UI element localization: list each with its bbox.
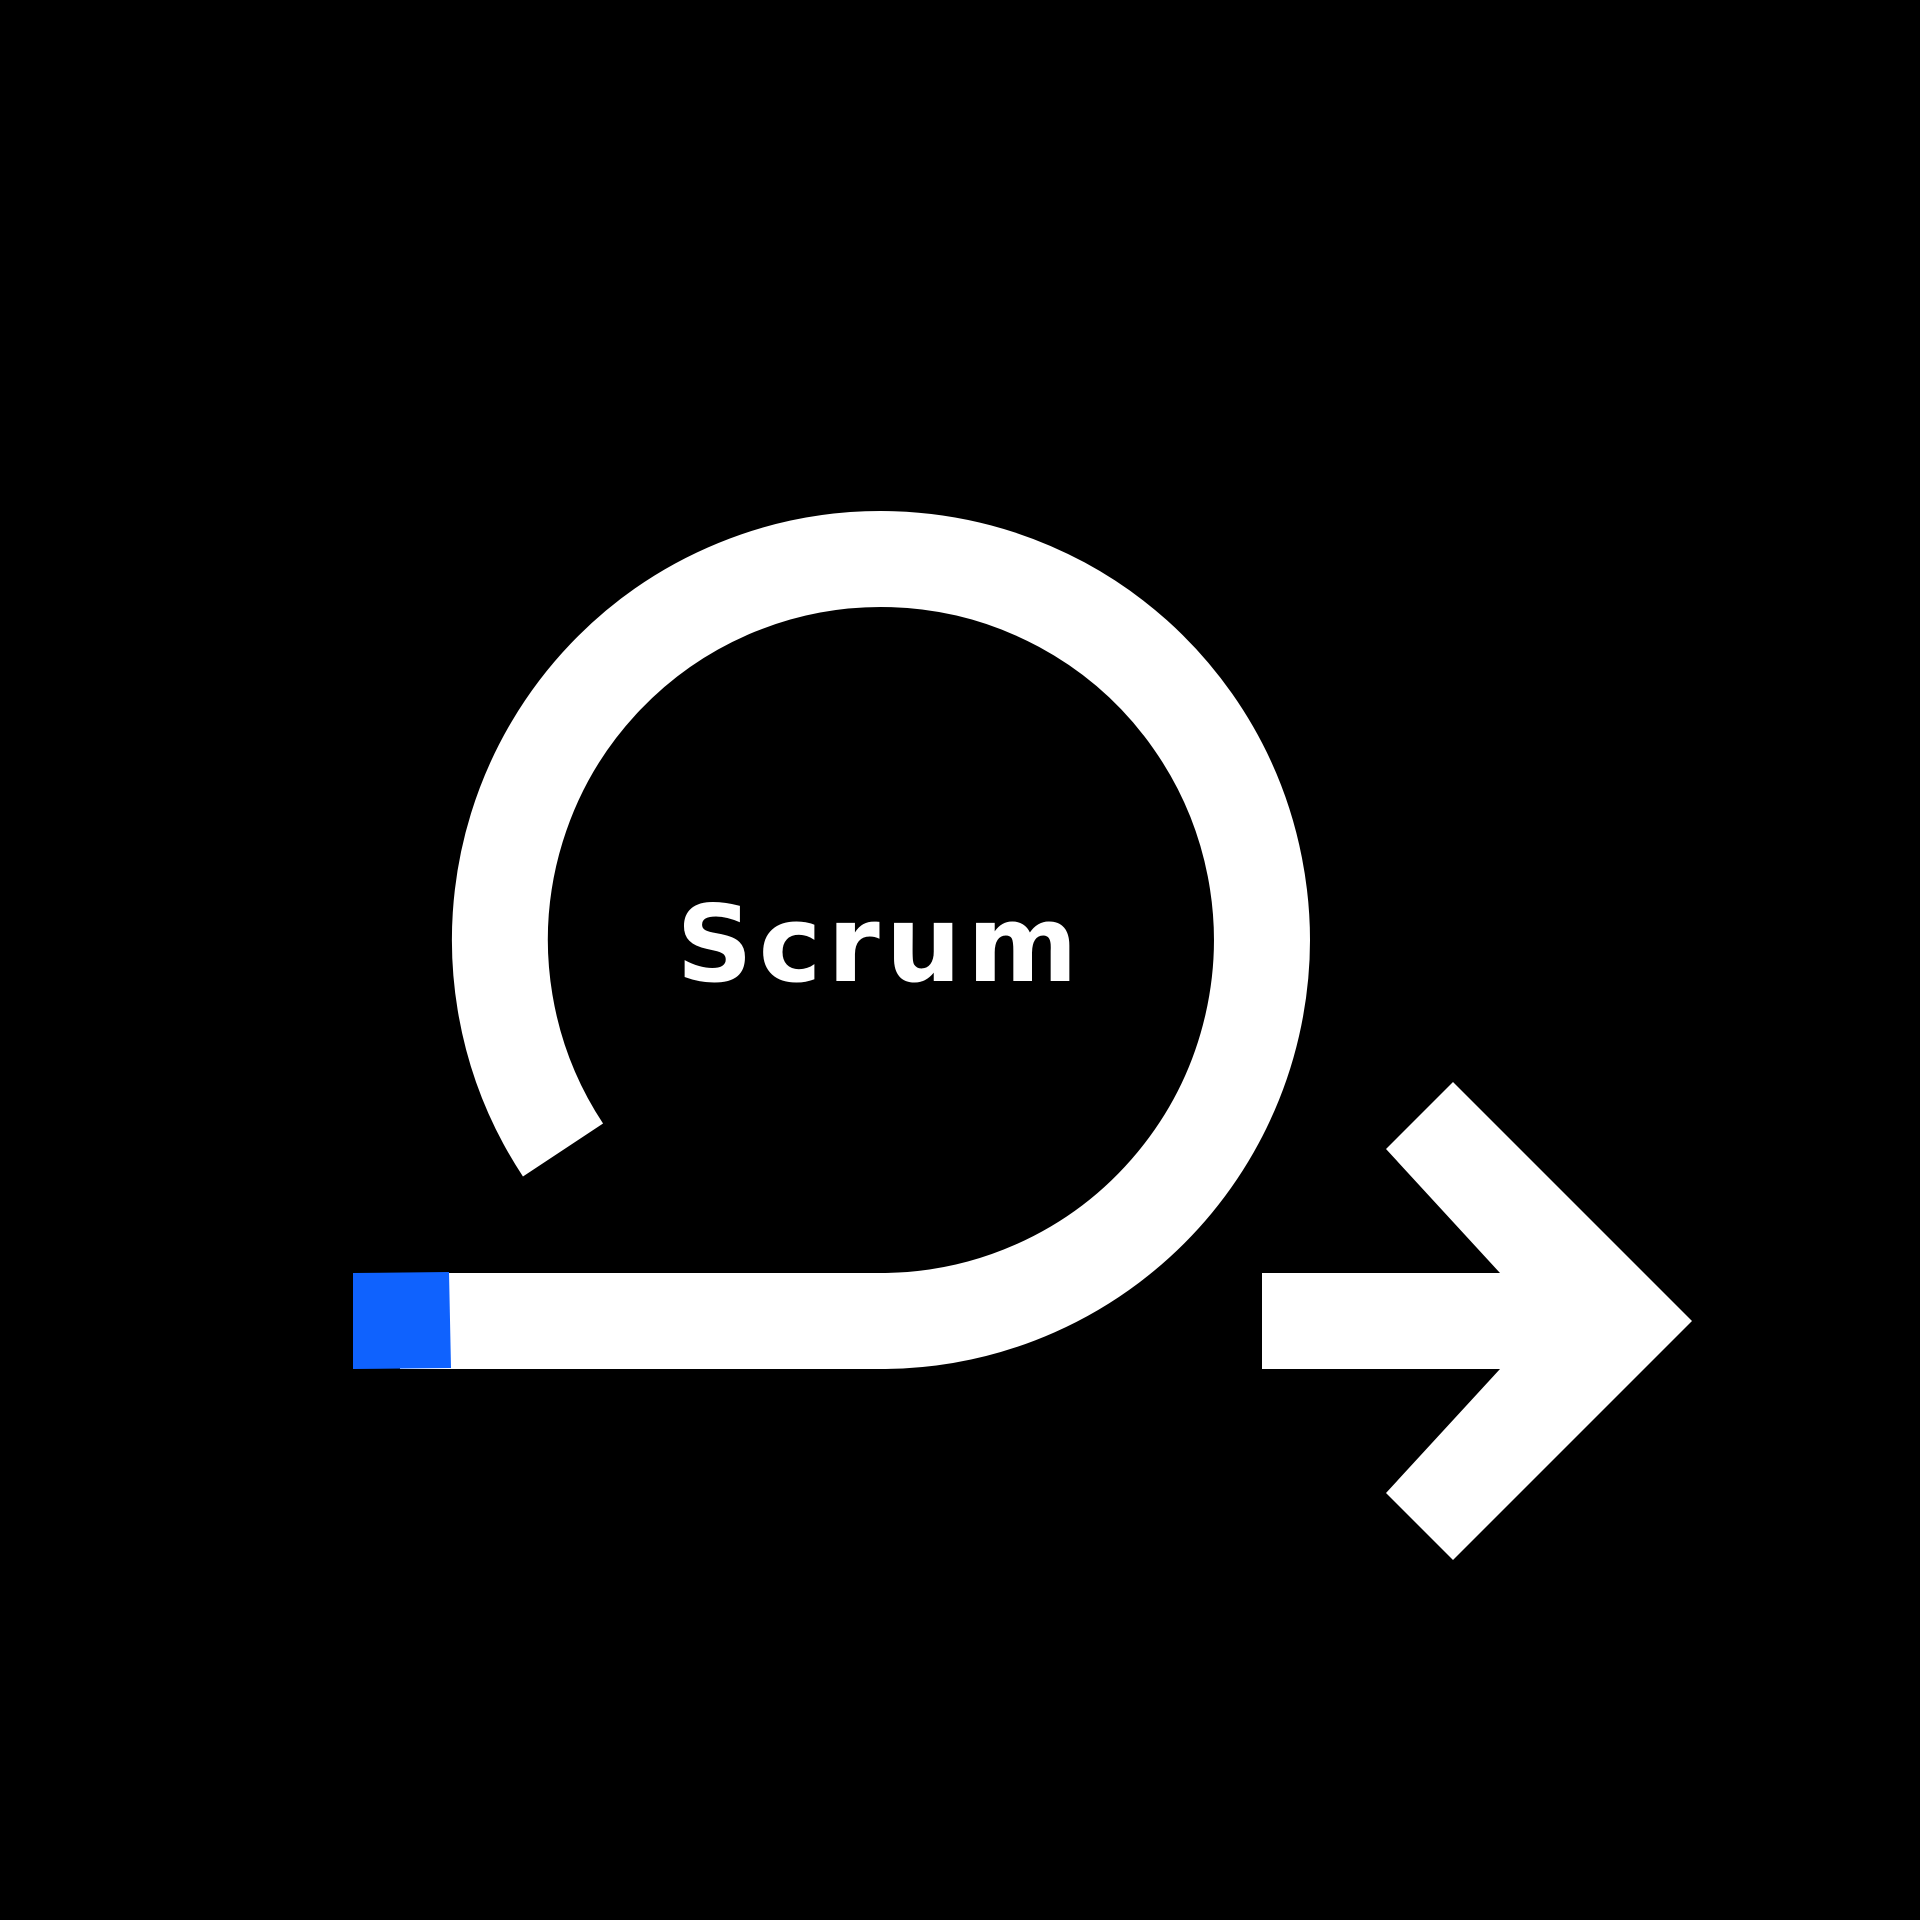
arrow-right-icon xyxy=(1262,1082,1692,1560)
loop-arc-icon xyxy=(400,511,1310,1369)
start-block-icon xyxy=(353,1272,451,1369)
logo-wordmark: Scrum xyxy=(676,883,1084,1006)
